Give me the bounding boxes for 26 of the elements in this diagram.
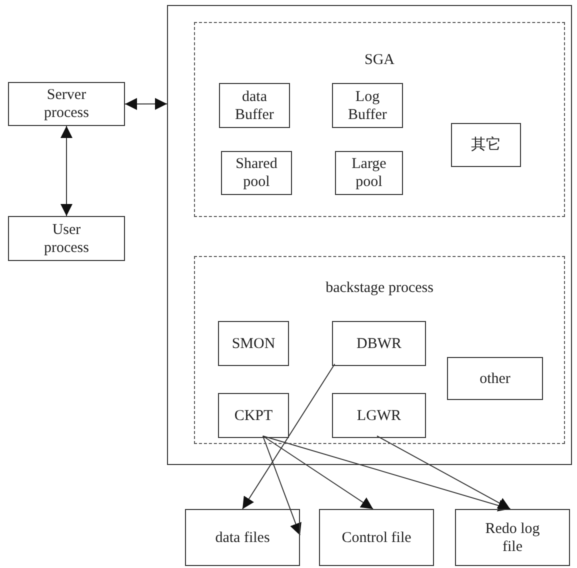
process-box: other (447, 357, 543, 400)
process-box: User process (8, 216, 125, 261)
process-box: CKPT (218, 393, 289, 438)
memory-box: data Buffer (219, 83, 290, 128)
arrow (124, 98, 168, 110)
dashed-group-box (194, 22, 565, 217)
arrow (262, 436, 374, 510)
arrow (242, 364, 336, 510)
group-heading: backstage process (326, 279, 434, 297)
outer-box (167, 5, 572, 465)
memory-box: Log Buffer (332, 83, 403, 128)
process-box: Server process (8, 82, 125, 126)
arrow (262, 436, 302, 536)
group-heading: SGA (364, 51, 394, 69)
memory-box: Large pool (335, 151, 403, 195)
process-box: LGWR (332, 393, 426, 438)
process-box: DBWR (332, 321, 426, 366)
file-box: data files (185, 509, 300, 566)
file-box: Control file (319, 509, 434, 566)
dashed-group-box (194, 256, 565, 444)
memory-box: Shared pool (221, 151, 292, 195)
arrow (60, 126, 72, 216)
process-box: SMON (218, 321, 289, 366)
arrow (376, 436, 511, 510)
file-box: Redo log file (455, 509, 570, 566)
memory-box: 其它 (451, 123, 521, 167)
